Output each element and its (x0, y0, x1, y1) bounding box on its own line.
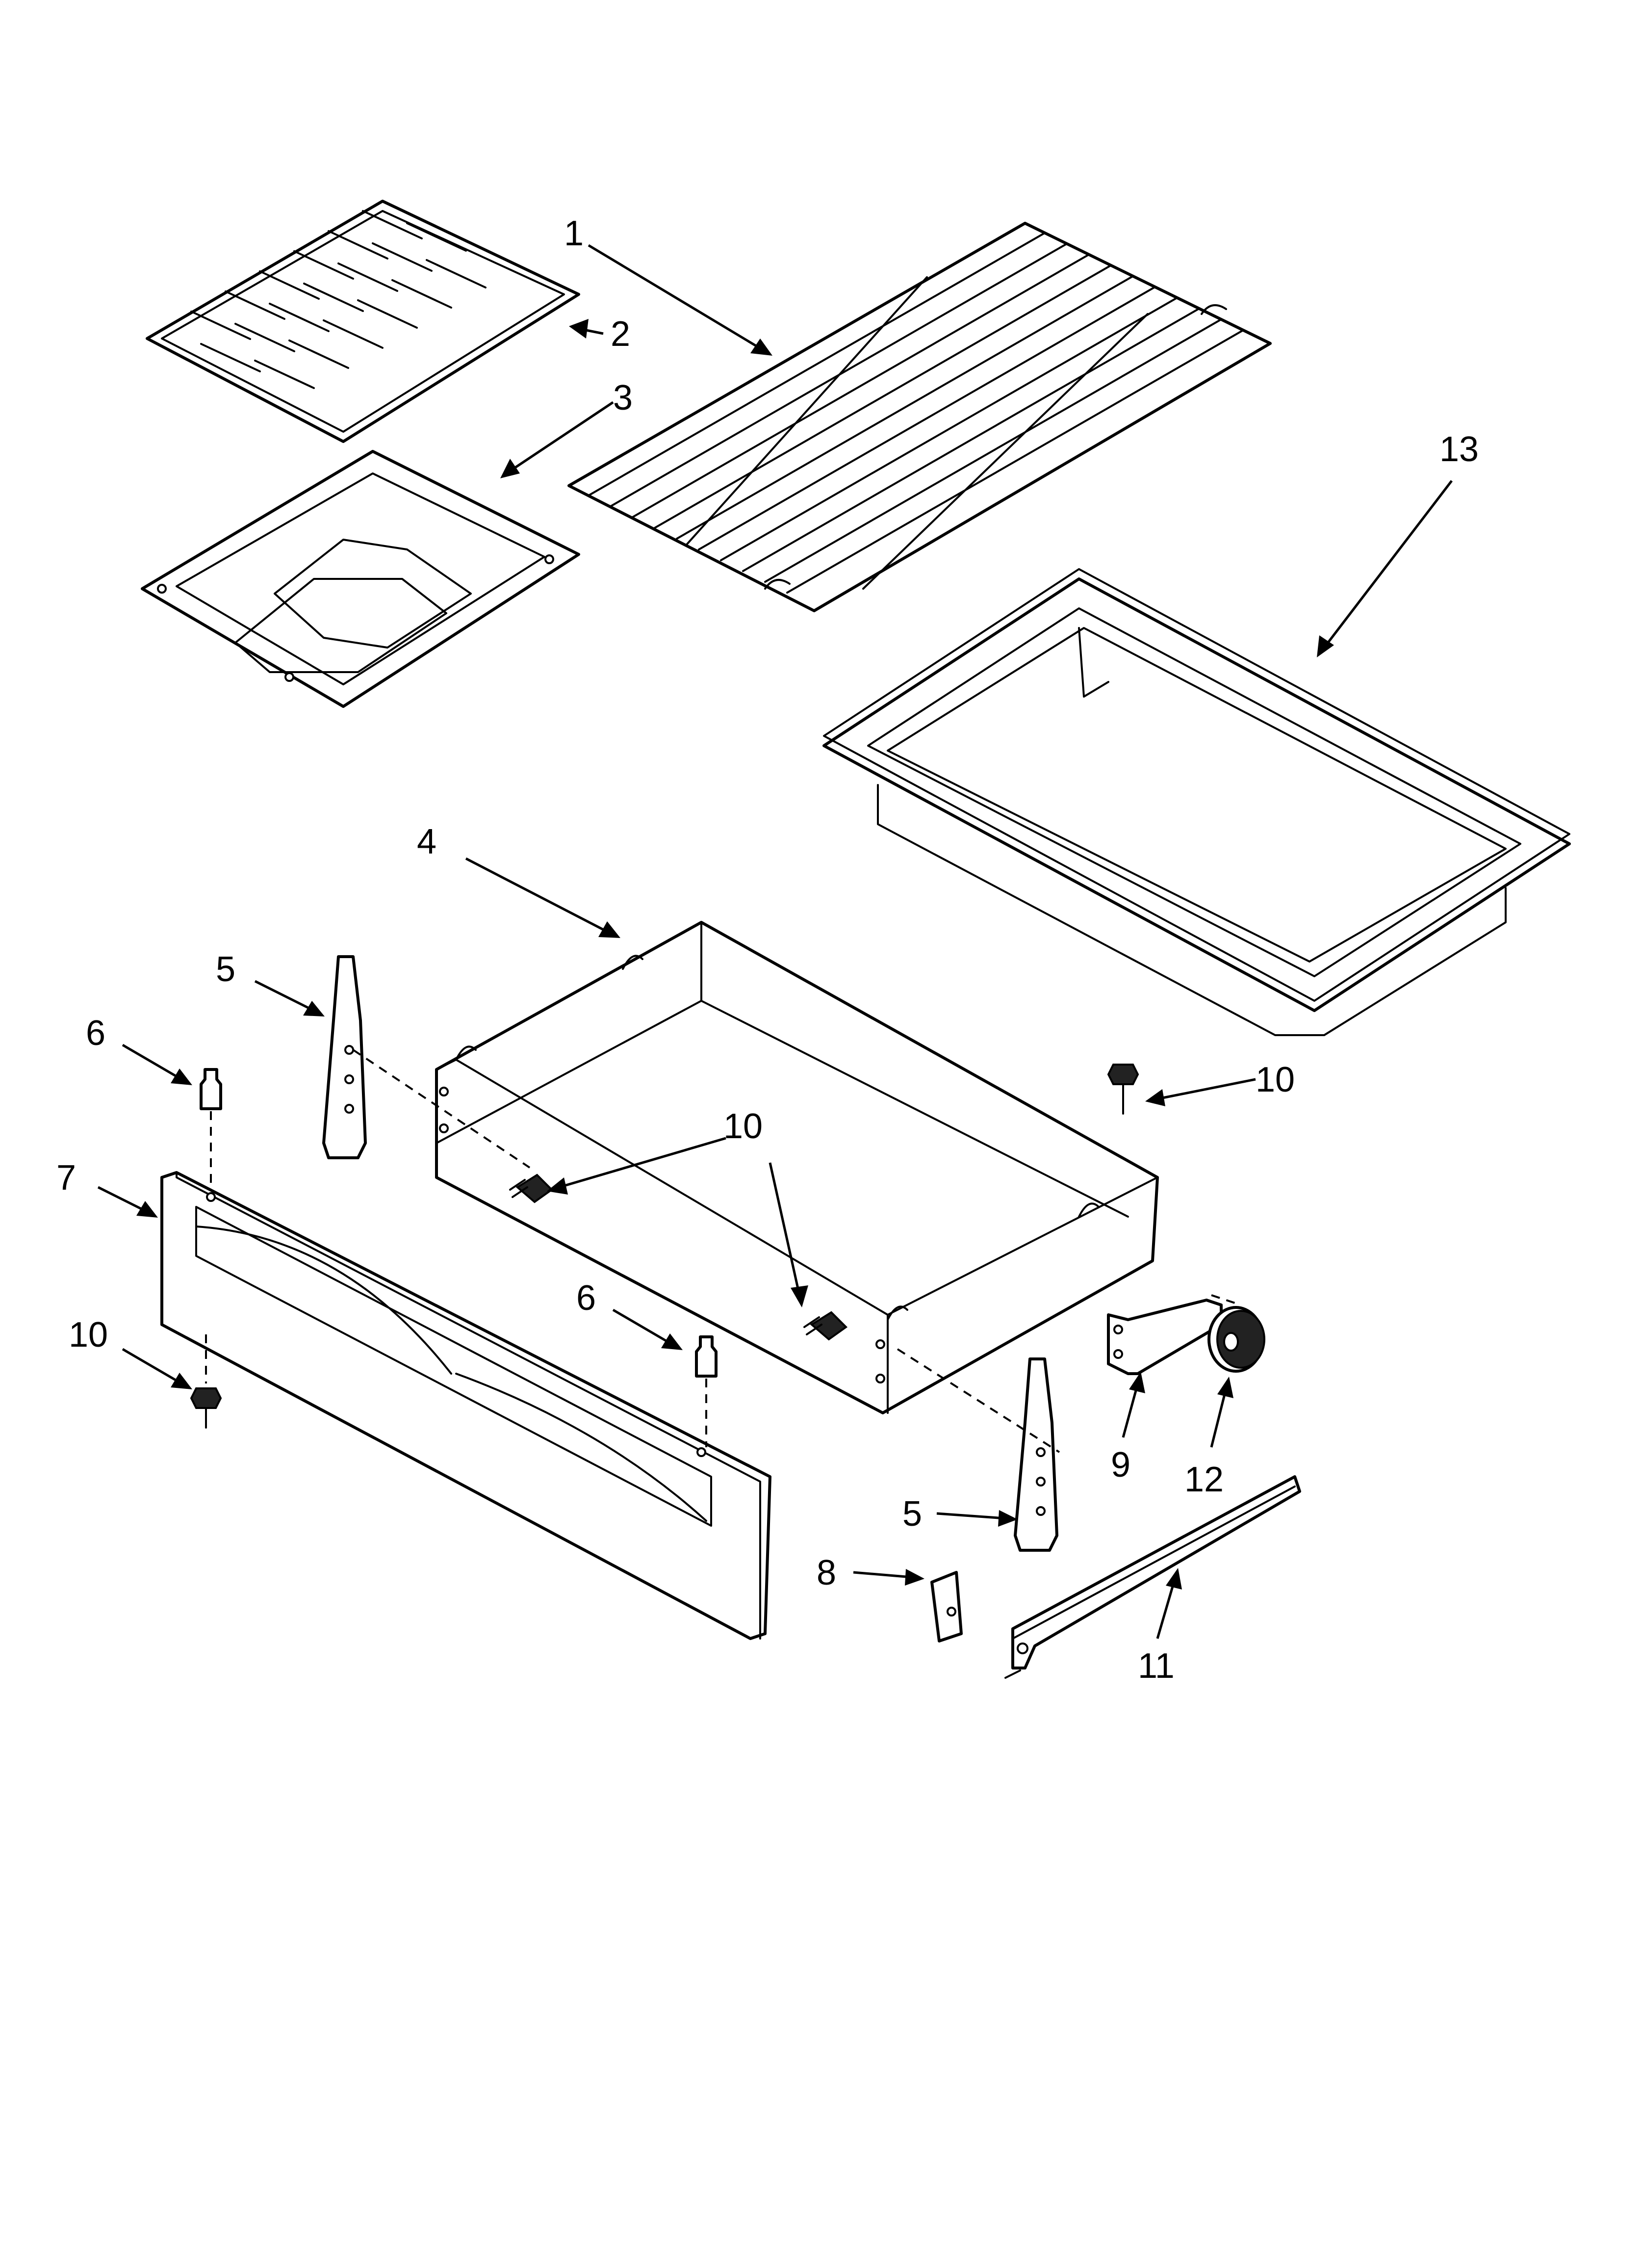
roller-bracket-hole (1113, 1325, 1123, 1334)
callout-9: 9 (1111, 1445, 1130, 1485)
callout-2: 2 (611, 314, 630, 354)
callout-8: 8 (817, 1553, 836, 1592)
callout-5-left: 5 (216, 950, 235, 989)
callout-5-right: 5 (902, 1494, 922, 1534)
leader-9 (1122, 1383, 1139, 1438)
callout-10-left: 10 (69, 1315, 108, 1355)
leader-8 (853, 1571, 913, 1579)
bracket-hole (344, 1104, 354, 1114)
callout-1: 1 (564, 214, 584, 253)
callout-7: 7 (56, 1158, 76, 1198)
bracket-hole (1036, 1506, 1046, 1516)
broiler-pan-hole (284, 672, 294, 682)
callout-10-center: 10 (723, 1107, 763, 1146)
drawer-body-hole (875, 1339, 885, 1349)
part-5-slide-bracket-left[interactable] (322, 955, 531, 1169)
part-10-screw-drawer-bottom[interactable] (803, 1311, 848, 1341)
leader-10-center-down (769, 1162, 801, 1296)
part-1-oven-rack[interactable] (567, 222, 1272, 612)
leader-1 (588, 244, 761, 350)
bracket-hole (344, 1045, 354, 1055)
part-11-rail[interactable] (1004, 1475, 1301, 1679)
clip-hole (947, 1607, 956, 1616)
leader-12 (1210, 1388, 1228, 1448)
callout-13: 13 (1439, 430, 1479, 469)
bracket-hole (344, 1074, 354, 1084)
part-12-roller-wheel[interactable] (1207, 1306, 1265, 1373)
leader-10-left (122, 1348, 182, 1385)
callout-6-left: 6 (86, 1014, 105, 1053)
leader-4 (465, 857, 609, 934)
leader-6-left (122, 1043, 182, 1081)
leader-10-center (559, 1137, 726, 1189)
front-panel-hole (206, 1192, 216, 1202)
callout-11: 11 (1138, 1646, 1175, 1686)
part-8-clip[interactable] (930, 1571, 963, 1642)
leader-7 (97, 1186, 148, 1213)
leader-10-right (1157, 1078, 1256, 1100)
roller-bracket-hole (1113, 1349, 1123, 1359)
rail-hole (1017, 1642, 1028, 1654)
leader-11 (1156, 1579, 1176, 1639)
part-10-screw-front-panel[interactable] (190, 1334, 222, 1429)
bracket-hole (1036, 1477, 1046, 1486)
leader-13 (1323, 480, 1453, 649)
callout-10-right: 10 (1256, 1060, 1295, 1099)
leader-3 (509, 401, 614, 472)
callout-12: 12 (1184, 1460, 1224, 1499)
broiler-pan-hole (544, 554, 554, 564)
part-7-drawer-front[interactable] (160, 1171, 771, 1640)
part-5-slide-bracket-right[interactable] (897, 1348, 1060, 1552)
part-3-broiler-pan[interactable] (141, 450, 580, 708)
part-6-stud-left[interactable] (200, 1068, 222, 1187)
broiler-grid-slots (190, 210, 487, 389)
callout-6-center: 6 (576, 1278, 596, 1318)
part-4-drawer-body[interactable] (435, 921, 1159, 1414)
drawer-body-hole (875, 1374, 885, 1383)
callout-4: 4 (417, 822, 436, 861)
part-6-stud-center[interactable] (695, 1335, 718, 1447)
part-13-drawer-liner[interactable] (822, 568, 1571, 1036)
callout-3: 3 (613, 378, 633, 417)
drawer-body-hole (439, 1123, 449, 1133)
drawer-body-hole (439, 1087, 449, 1096)
leader-6-center (612, 1308, 673, 1346)
part-2-broiler-grid[interactable] (146, 200, 580, 443)
leader-lines (97, 244, 1453, 1639)
bracket-hole (1036, 1447, 1046, 1457)
oven-rack-bars (588, 232, 1244, 594)
leader-5-right (936, 1512, 1006, 1520)
callout-labels: 1 2 3 13 4 5 6 10 10 7 10 6 9 12 5 8 11 (56, 214, 1479, 1686)
broiler-pan-hole (157, 584, 167, 594)
front-panel-hole (696, 1447, 706, 1457)
leader-5-left (254, 980, 315, 1012)
part-10-screw-drawer-right[interactable] (1107, 1064, 1139, 1115)
